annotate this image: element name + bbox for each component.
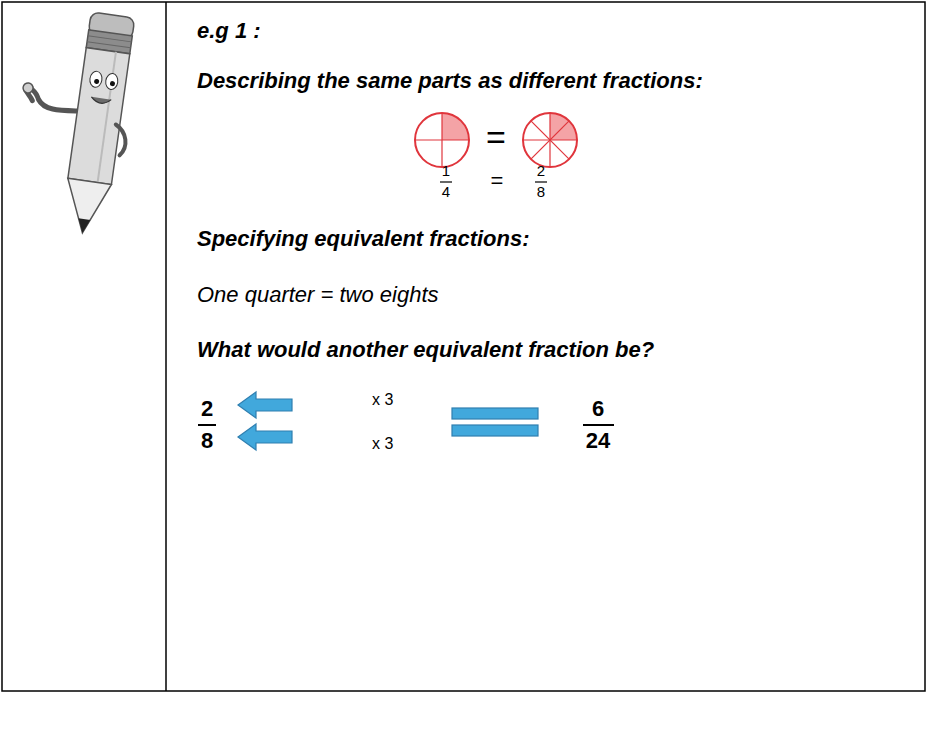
section-heading: Describing the same parts as different f… (197, 68, 703, 94)
quarter-circle (415, 113, 469, 167)
equals-sign: = (491, 168, 504, 194)
multiply-arrow (238, 424, 292, 450)
fraction-digit: 4 (442, 183, 450, 201)
equals-sign: = (486, 117, 506, 158)
question-text: What would another equivalent fraction b… (197, 337, 654, 363)
statement-text: One quarter = two eights (197, 282, 439, 308)
table-divider (165, 2, 167, 691)
fraction-digit: 8 (537, 183, 545, 201)
fraction-bar (198, 424, 216, 426)
equals-bar (452, 408, 538, 419)
pencil-cartoon (4, 4, 143, 237)
multiply-arrow (238, 392, 292, 418)
multiplier-label: x 3 (372, 390, 393, 409)
example-heading: e.g 1 : (197, 18, 261, 44)
fraction-bar (440, 181, 452, 182)
fraction-digit: 8 (201, 428, 213, 454)
fraction-bar (535, 181, 547, 182)
multiplier-label: x 3 (372, 434, 393, 453)
fraction-digit: 24 (586, 428, 610, 454)
fraction-digit: 2 (537, 162, 545, 180)
fraction-digit: 6 (592, 396, 604, 422)
table-frame (2, 2, 925, 691)
equals-bar (452, 425, 538, 436)
section-heading: Specifying equivalent fractions: (197, 226, 530, 252)
fraction-digit: 2 (201, 396, 213, 422)
eighths-circle (523, 113, 577, 167)
fraction-bar (583, 424, 614, 426)
fraction-digit: 1 (442, 162, 450, 180)
